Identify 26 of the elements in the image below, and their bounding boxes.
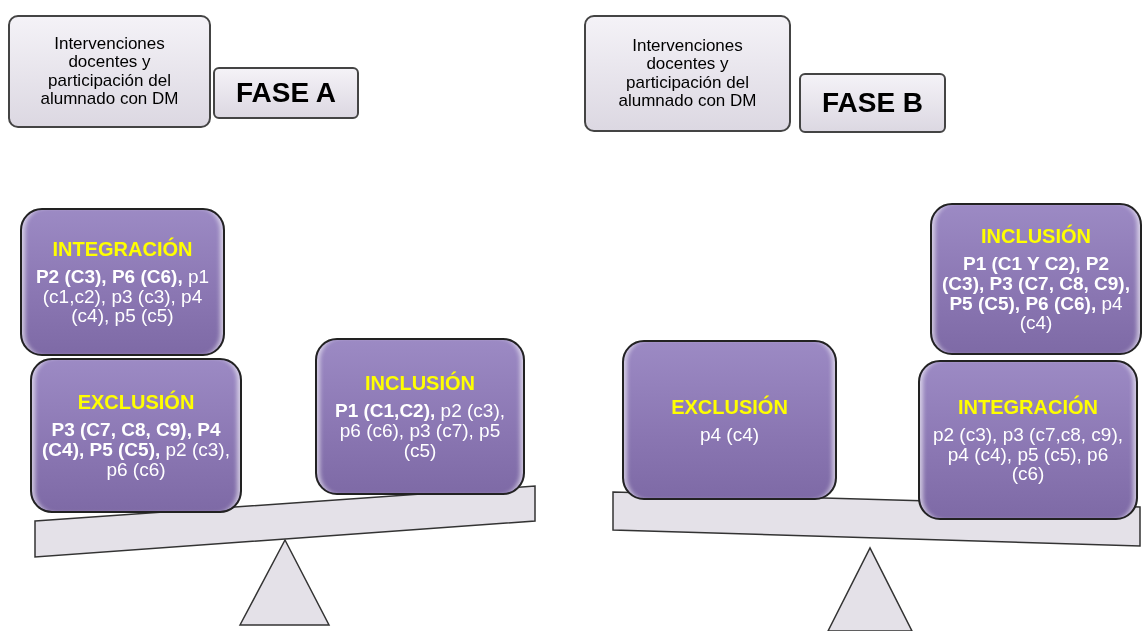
block-heading: EXCLUSIÓN: [77, 391, 195, 415]
block-text: P1 (C1,C2), p2 (c3), p6 (c6), p3 (c7), p5 (c5): [334, 401, 506, 461]
weight-block: [315, 338, 525, 495]
block-text: P3 (C7, C8, C9), P4 (C4), P5 (C5), p2 (c3), p6 (c6): [42, 420, 230, 480]
block-heading: INCLUSIÓN: [981, 224, 1091, 248]
weight-block: [30, 358, 242, 513]
block-heading: EXCLUSIÓN: [671, 395, 788, 419]
phase-label: FASE B: [821, 87, 924, 119]
block-heading: INTEGRACIÓN: [958, 395, 1098, 419]
block-text: P2 (C3), P6 (C6), p1 (c1,c2), p3 (c3), p4 (c4), p5 (c5): [34, 266, 211, 327]
phase-label: FASE A: [235, 77, 337, 109]
box-text: Intervenciones docentes y participación del alumnado con DM: [617, 36, 758, 111]
box-text: Intervenciones docentes y participación del alumnado con DM: [39, 34, 180, 109]
info-box: [584, 15, 791, 132]
info-box: [8, 15, 211, 128]
block-text: p4 (c4): [699, 424, 760, 445]
weight-block: [622, 340, 837, 500]
block-text: p2 (c3), p3 (c7,c8, c9), p4 (c4), p5 (c5), p6 (c6): [931, 424, 1125, 485]
block-text: P1 (C1 Y C2), P2 (C3), P3 (C7, C8, C9), P5 (C5), P6 (C6), p4 (c4): [942, 253, 1130, 334]
weight-block: [930, 203, 1142, 355]
block-heading: INTEGRACIÓN: [52, 237, 193, 261]
block-heading: INCLUSIÓN: [365, 372, 475, 396]
phase-box: [799, 73, 946, 133]
weight-block: [20, 208, 225, 356]
phase-box: [213, 67, 359, 119]
weight-block: [918, 360, 1138, 520]
